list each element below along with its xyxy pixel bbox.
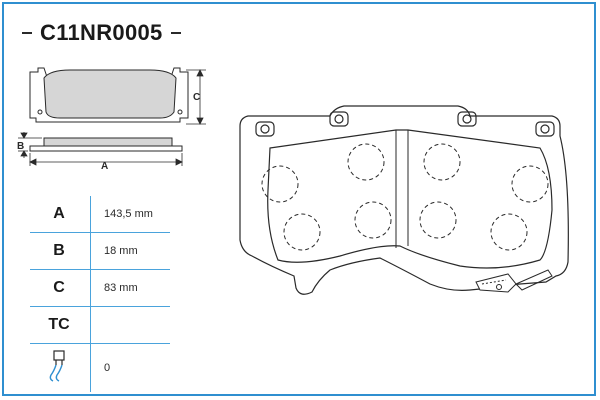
title-dash-left (22, 32, 32, 34)
title-bar: C11NR0005 (22, 18, 181, 48)
spec-table: A 143,5 mm B 18 mm C 83 mm TC 0 (30, 196, 170, 392)
spec-key: B (53, 242, 65, 259)
spec-row-a: A 143,5 mm (30, 196, 170, 232)
spec-value: 83 mm (104, 282, 138, 294)
spec-table-divider (90, 196, 91, 392)
spec-value: 18 mm (104, 245, 138, 257)
spec-key: TC (48, 316, 70, 333)
title-dash-right (170, 32, 181, 34)
spec-key: A (53, 205, 65, 222)
spec-row-c: C 83 mm (30, 269, 170, 306)
part-number-title: C11NR0005 (40, 20, 163, 45)
spec-row-sensor: 0 (30, 343, 170, 392)
spec-value: 143,5 mm (104, 208, 153, 220)
spec-key (30, 349, 88, 388)
spec-key: C (53, 279, 65, 296)
border-frame (2, 2, 596, 396)
spec-value: 0 (104, 362, 111, 374)
spec-row-tc: TC (30, 306, 170, 343)
wear-sensor-icon (49, 349, 65, 382)
spec-row-b: B 18 mm (30, 232, 170, 269)
